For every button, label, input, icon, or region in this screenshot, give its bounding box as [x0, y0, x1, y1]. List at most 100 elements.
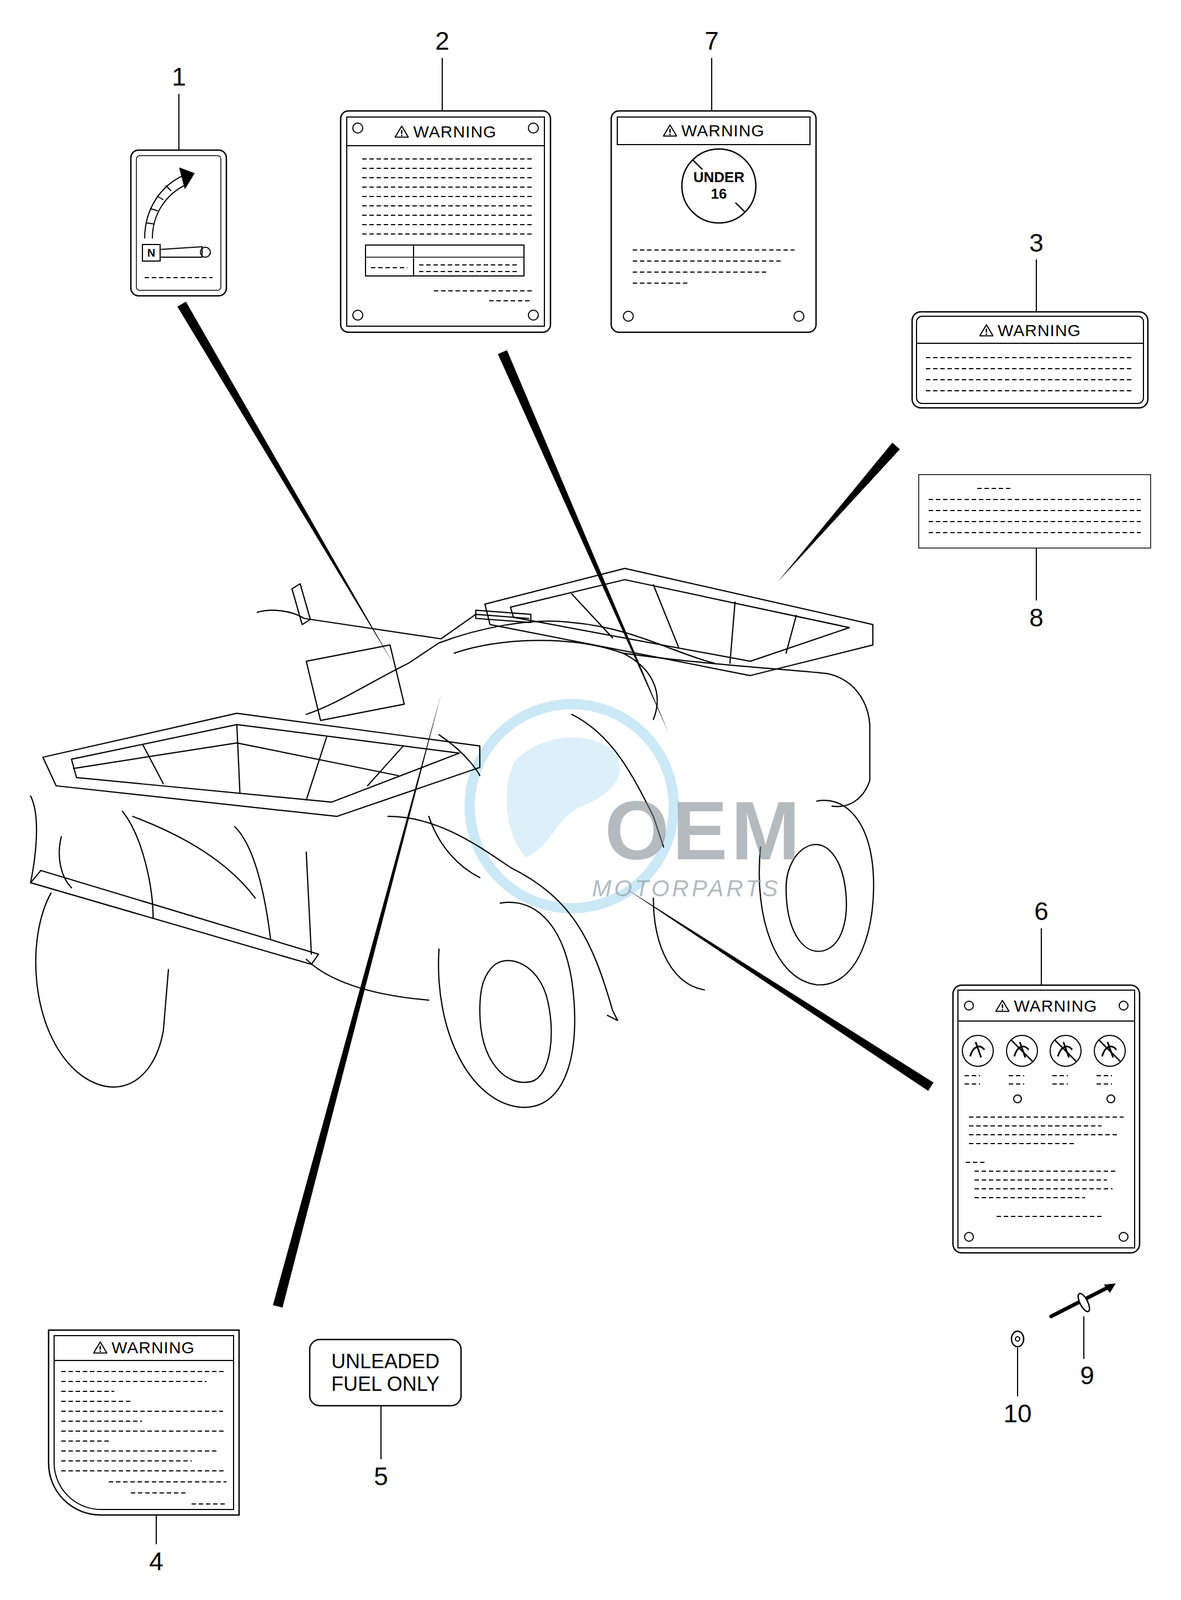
callout-number: 10	[1003, 1401, 1032, 1427]
shift-decal	[130, 150, 227, 296]
pointer-wedge	[625, 888, 934, 1092]
text-placeholder-dashes	[362, 158, 535, 160]
text-placeholder-dashes	[925, 390, 1135, 392]
atv-outline	[30, 796, 37, 883]
decal-border	[918, 474, 1151, 549]
decal-art	[912, 311, 1148, 409]
shift-arc	[144, 175, 184, 239]
atv-outline	[306, 621, 716, 715]
mounting-hole	[352, 123, 363, 134]
warning-title: WARNING	[413, 122, 497, 141]
atv-outline	[510, 579, 850, 662]
text-placeholder-dashes	[61, 1421, 142, 1423]
text-placeholder-dashes	[61, 1371, 227, 1373]
shift-arrowhead	[179, 167, 195, 189]
warning-header: WARNING	[662, 121, 765, 140]
callout-number: 2	[435, 28, 450, 54]
decal-art	[309, 1340, 462, 1407]
text-placeholder-dashes	[61, 1381, 207, 1383]
shift-tick	[150, 208, 158, 211]
text-placeholder-dashes	[977, 488, 1011, 490]
warning-triangle-bar	[1001, 1004, 1004, 1009]
text-placeholder-dashes	[61, 1470, 227, 1472]
text-placeholder-dashes	[362, 167, 535, 169]
atv-outline	[30, 870, 319, 965]
rivet-flange	[1076, 1292, 1093, 1314]
text-placeholder-dashes	[974, 1179, 1108, 1181]
text-placeholder-dashes	[1008, 1083, 1025, 1085]
info-table	[365, 245, 524, 277]
warning-triangle-bar	[669, 128, 671, 133]
shift-lever	[160, 246, 203, 258]
decal-inner-border	[54, 1336, 234, 1511]
pointer-wedge	[272, 694, 442, 1308]
mounting-hole	[528, 310, 539, 321]
atv-outline	[388, 816, 618, 1021]
text-placeholder-dashes	[964, 1075, 981, 1077]
warning-triangle-dot	[400, 134, 403, 137]
text-placeholder-dashes	[925, 368, 1135, 370]
mounting-hole	[352, 310, 363, 321]
decal-border	[611, 110, 817, 333]
text-placeholder-dashes	[632, 249, 795, 251]
atv-outline	[236, 724, 241, 794]
leader-line	[1017, 1348, 1019, 1397]
warning-triangle-outline	[979, 324, 993, 336]
fuel-decal: UNLEADED FUEL ONLY	[309, 1339, 462, 1407]
text-placeholder-dashes	[928, 521, 1141, 523]
atv-outline	[143, 745, 164, 785]
decal-border	[912, 311, 1148, 409]
decal-outline	[340, 110, 552, 333]
pictogram-slash	[1010, 1040, 1034, 1063]
leader-line	[711, 57, 713, 111]
text-placeholder-dashes	[362, 177, 535, 179]
pictogram-figure	[970, 1042, 985, 1058]
warning-triangle-outline	[395, 125, 409, 137]
atv-outline	[71, 724, 460, 803]
warning-decal: WARNING	[340, 110, 552, 333]
text-placeholder-dashes	[1096, 1083, 1112, 1085]
text-placeholder-dashes	[371, 267, 408, 269]
leader-line	[155, 1516, 157, 1545]
warning-triangle-outline	[93, 1342, 107, 1354]
text-placeholder-dashes	[632, 282, 688, 284]
rivet-shaft	[1051, 1288, 1108, 1317]
text-placeholder-dashes	[964, 1083, 981, 1085]
text-placeholder-dashes	[433, 290, 532, 292]
text-placeholder-dashes	[144, 277, 213, 279]
text-placeholder-dashes	[419, 271, 518, 273]
text-placeholder-dashes	[974, 1197, 1085, 1199]
atv-outline	[571, 594, 613, 639]
atv-outline	[35, 893, 169, 1088]
text-placeholder-dashes	[928, 510, 1141, 512]
mounting-hole	[1013, 1095, 1022, 1104]
atv-outline	[484, 568, 873, 676]
decal-border	[309, 1340, 462, 1407]
text-placeholder-dashes	[928, 499, 1141, 501]
atv-outline	[729, 602, 735, 664]
watermark-text: OEM	[604, 789, 804, 873]
callout-number: 5	[373, 1464, 389, 1490]
text-placeholder-dashes	[108, 1481, 227, 1484]
atv-outline	[132, 816, 256, 899]
shift-knob	[200, 247, 211, 258]
atv-outline	[622, 653, 870, 807]
text-placeholder-dashes	[1008, 1075, 1025, 1077]
leader-line	[1083, 1316, 1085, 1360]
hardware	[1011, 1284, 1116, 1348]
warning-header: WARNING	[92, 1338, 195, 1358]
age-warning-circle: UNDER 16	[680, 147, 758, 225]
decal-inner-border	[136, 155, 221, 291]
warning-triangle-bar	[400, 129, 403, 134]
text-placeholder-dashes	[362, 214, 535, 216]
mounting-hole	[1107, 1095, 1115, 1104]
shift-arc	[152, 184, 187, 239]
text-placeholder-dashes	[419, 264, 518, 266]
shift-tick	[146, 223, 155, 225]
watermark-globe	[506, 737, 621, 858]
decal-text: UNLEADED FUEL ONLY	[320, 1350, 451, 1397]
pointer-wedge	[177, 301, 394, 664]
warning-triangle-bar	[985, 328, 988, 333]
text-placeholder-dashes	[974, 1171, 1119, 1173]
washer	[1011, 1331, 1024, 1348]
